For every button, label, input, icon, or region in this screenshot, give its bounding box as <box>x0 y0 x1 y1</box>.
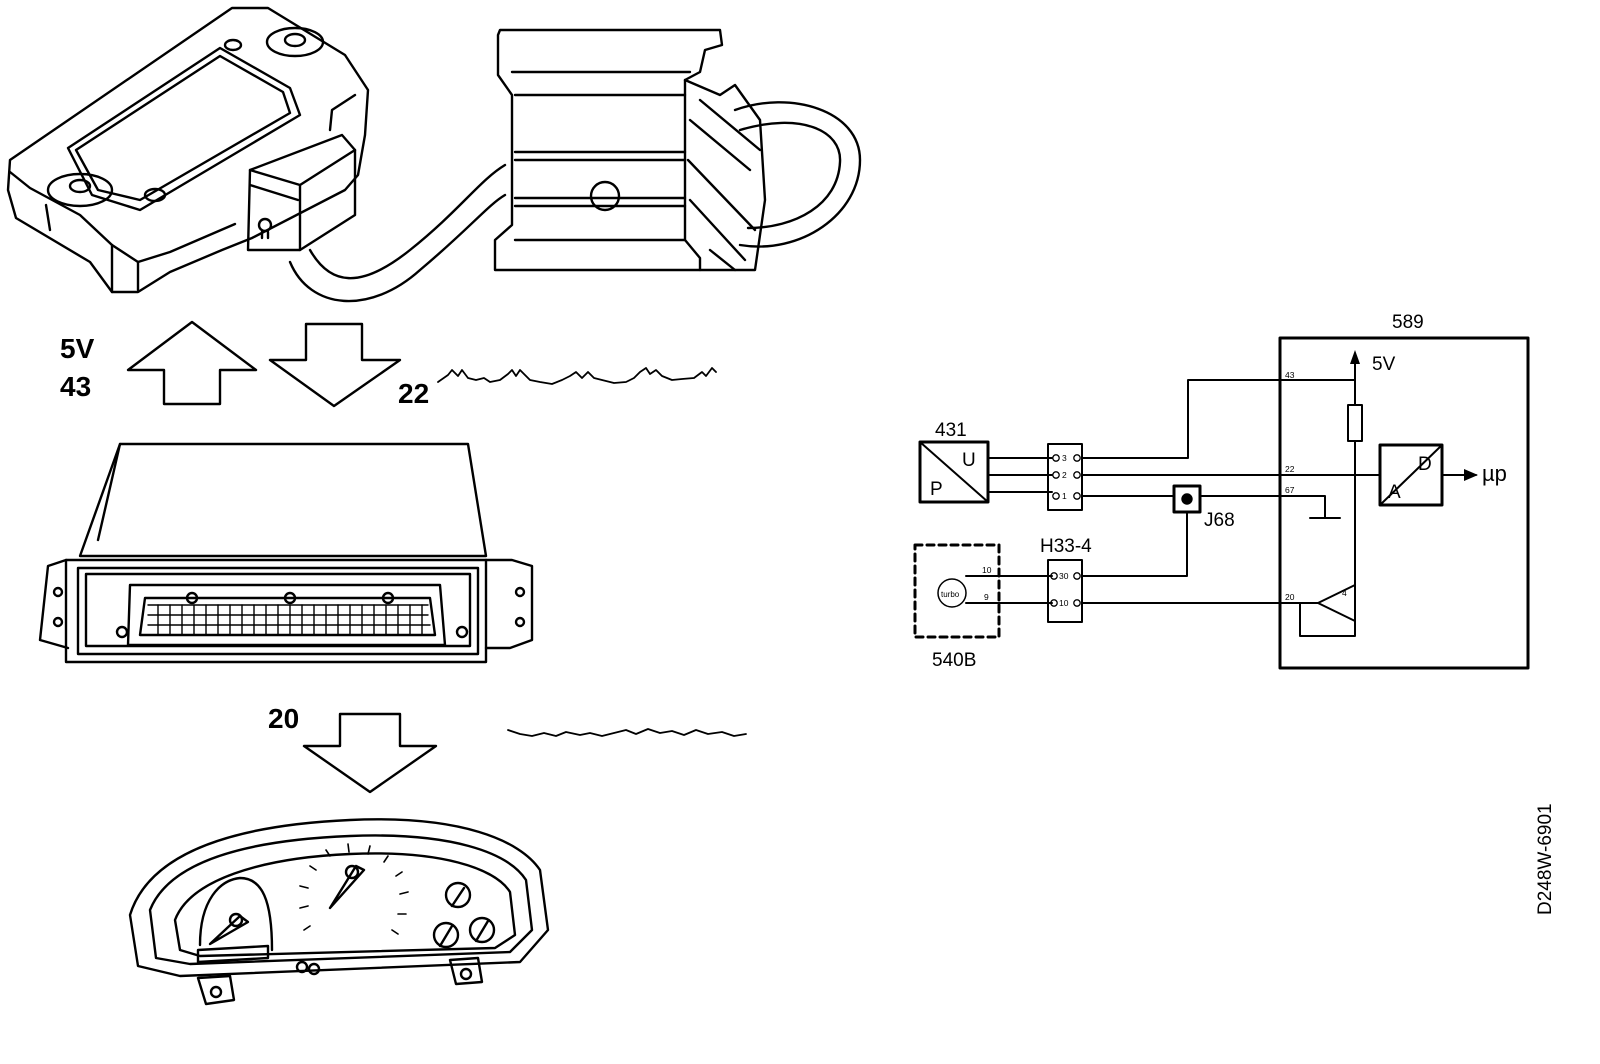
pin-h33-30: 30 <box>1059 571 1069 581</box>
label-supply-5v: 5V <box>1372 354 1396 375</box>
arrow-down-20 <box>302 712 438 794</box>
pin-conn-3: 3 <box>1062 453 1067 463</box>
label-ad-a: A <box>1388 482 1401 503</box>
pin-67: 67 <box>1285 485 1295 495</box>
control-unit-589-box <box>1278 336 1530 670</box>
pin-22: 22 <box>1285 464 1295 474</box>
label-microprocessor: µp <box>1482 461 1507 486</box>
label-22: 22 <box>398 378 429 409</box>
figure-id: D248W-6901 <box>1535 803 1556 915</box>
arrow-up-5v <box>126 320 258 406</box>
label-h33-4: H33-4 <box>1040 536 1092 557</box>
pin-20: 20 <box>1285 592 1295 602</box>
signal-trace-22 <box>437 367 717 385</box>
connector-h33-4 <box>1047 559 1083 623</box>
label-ad-d: D <box>1418 454 1432 475</box>
label-sensor-u: U <box>962 450 976 471</box>
pressure-sensor-drawing <box>6 6 507 303</box>
label-turbo: turbo <box>941 590 960 599</box>
label-589: 589 <box>1392 312 1424 333</box>
pin-43: 43 <box>1285 370 1295 380</box>
pin-conn-1: 1 <box>1062 491 1067 501</box>
signal-trace-20 <box>507 728 747 737</box>
pin-540b-10: 10 <box>982 565 992 575</box>
instrument-cluster-drawing <box>128 818 550 1006</box>
label-20: 20 <box>268 703 299 734</box>
label-5v: 5V <box>60 333 95 364</box>
arrow-down-22 <box>268 322 402 408</box>
pin-540b-9: 9 <box>984 592 989 602</box>
label-j68: J68 <box>1204 510 1235 531</box>
label-43: 43 <box>60 371 91 402</box>
pin-conn-2: 2 <box>1062 470 1067 480</box>
pin-amp-4: 4 <box>1342 588 1347 598</box>
control-unit-drawing <box>38 442 534 664</box>
turbo-540b-box <box>913 543 1001 639</box>
sensor-431-box <box>918 440 990 504</box>
connector-a <box>1047 443 1083 511</box>
pin-h33-10: 10 <box>1059 598 1069 608</box>
label-540b: 540B <box>932 650 976 671</box>
label-sensor-p: P <box>930 479 943 500</box>
label-431: 431 <box>935 420 967 441</box>
intake-manifold-drawing <box>493 28 862 272</box>
